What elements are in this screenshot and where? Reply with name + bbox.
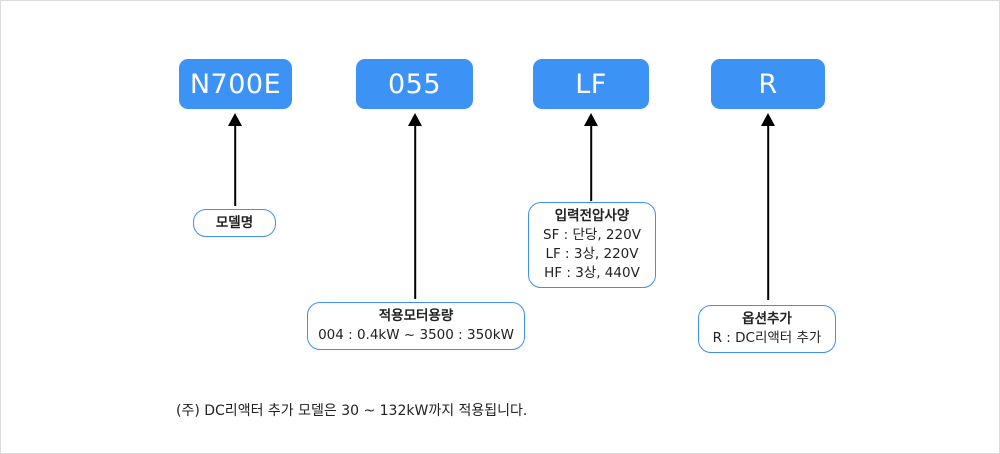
callout-motor-capacity-line-1: 적용모터용량 bbox=[378, 308, 454, 324]
callout-input-voltage-spec: 입력전압사양 SF : 단당, 220V LF : 3상, 220V HF : … bbox=[528, 202, 656, 288]
callout-input-voltage-line-3: LF : 3상, 220V bbox=[545, 246, 639, 262]
code-block-model: N700E bbox=[179, 59, 292, 109]
connector-arrow-voltage bbox=[584, 113, 598, 201]
arrow-stem bbox=[414, 124, 416, 299]
callout-motor-capacity-line-2: 004 : 0.4kW ~ 3500 : 350kW bbox=[318, 327, 514, 343]
arrow-stem bbox=[590, 124, 592, 201]
callout-model-name-line-1: 모델명 bbox=[215, 214, 254, 231]
connector-arrow-capacity bbox=[408, 113, 422, 299]
callout-input-voltage-line-4: HF : 3상, 440V bbox=[544, 265, 640, 281]
connector-arrow-model bbox=[228, 113, 242, 206]
callout-model-name: 모델명 bbox=[193, 209, 276, 237]
code-block-voltage: LF bbox=[533, 59, 649, 109]
callout-input-voltage-line-1: 입력전압사양 bbox=[554, 208, 630, 224]
footnote-text: (주) DC리액터 추가 모델은 30 ~ 132kW까지 적용됩니다. bbox=[176, 403, 528, 419]
callout-motor-capacity: 적용모터용량 004 : 0.4kW ~ 3500 : 350kW bbox=[307, 302, 525, 350]
callout-option-add-line-2: R : DC리액터 추가 bbox=[712, 330, 822, 346]
arrow-stem bbox=[234, 124, 236, 206]
arrow-head-icon bbox=[228, 113, 242, 126]
connector-arrow-option bbox=[761, 113, 775, 300]
code-block-voltage-label: LF bbox=[575, 68, 607, 100]
code-block-capacity: 055 bbox=[356, 59, 473, 109]
callout-option-add-line-1: 옵션추가 bbox=[742, 311, 792, 327]
code-block-capacity-label: 055 bbox=[387, 68, 442, 100]
code-block-option-label: R bbox=[758, 68, 778, 100]
callout-option-add: 옵션추가 R : DC리액터 추가 bbox=[698, 305, 836, 353]
code-block-option: R bbox=[711, 59, 825, 109]
arrow-stem bbox=[767, 124, 769, 300]
arrow-head-icon bbox=[584, 113, 598, 126]
arrow-head-icon bbox=[761, 113, 775, 126]
arrow-head-icon bbox=[408, 113, 422, 126]
callout-input-voltage-line-2: SF : 단당, 220V bbox=[543, 227, 641, 243]
code-block-model-label: N700E bbox=[189, 68, 282, 100]
